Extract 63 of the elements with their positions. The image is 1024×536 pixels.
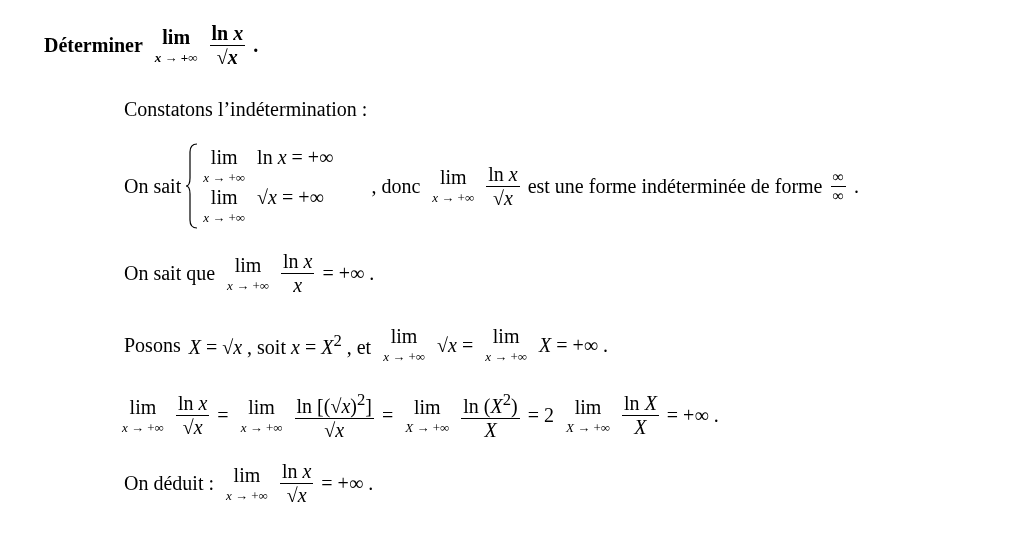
limit-subscript: x → +∞	[240, 419, 283, 436]
limit-subscript: x → +∞	[203, 170, 246, 186]
math-text: Posons	[124, 333, 181, 357]
math-text: .	[853, 174, 859, 198]
fraction-numerator: ∞	[830, 167, 846, 187]
fraction-denominator: X	[483, 418, 499, 442]
limit-subscript: x → +∞	[227, 277, 269, 294]
math-text: X = √x , soit x = X$^{2}$ , et	[188, 331, 372, 359]
fraction-numerator: ln X	[622, 392, 659, 417]
math-text: ln x = +∞	[257, 146, 334, 169]
limit-subscript: x → +∞	[485, 349, 528, 365]
fraction-denominator: √x	[323, 418, 346, 442]
math-text: =	[217, 404, 229, 428]
limit-subscript: x → +∞	[154, 49, 198, 66]
fraction-numerator: ln (X$^{2}$)	[461, 390, 520, 419]
limit-subscript: x → +∞	[383, 349, 426, 365]
fraction-numerator: ln x	[175, 392, 210, 417]
limit-operator: lim	[413, 395, 441, 419]
math-text: .	[253, 34, 259, 57]
fraction-denominator: √x	[215, 46, 239, 69]
math-text: √x = +∞	[257, 186, 324, 209]
fraction-numerator: ln x	[209, 22, 246, 46]
fraction-denominator: √x	[285, 484, 308, 507]
limit-subscript: X → +∞	[405, 419, 450, 436]
limit-operator: lim	[129, 395, 157, 419]
math-text: est une forme indéterminée de forme	[527, 174, 823, 198]
math-text: On sait	[124, 174, 182, 198]
math-text: Constatons l’indétermination :	[124, 98, 368, 121]
math-text: Déterminer	[44, 34, 143, 57]
limit-operator: lim	[439, 166, 467, 189]
math-text: = +∞ .	[322, 262, 375, 285]
fraction-numerator: ln x	[281, 250, 315, 274]
fraction-numerator: ln [(√x)$^{2}$]	[294, 390, 374, 419]
limit-operator: lim	[162, 25, 191, 49]
fraction-denominator: X	[632, 416, 648, 440]
limit-subscript: x → +∞	[226, 487, 268, 504]
math-text: =	[381, 404, 394, 428]
fraction-denominator: ∞	[831, 186, 845, 205]
math-text: = 2	[527, 404, 554, 428]
fraction-denominator: √x	[491, 186, 514, 210]
math-text: √x =	[437, 333, 474, 357]
limit-subscript: X → +∞	[566, 419, 611, 436]
limit-operator: lim	[210, 186, 238, 209]
math-text: = +∞ .	[666, 404, 719, 428]
limit-operator: lim	[248, 395, 275, 419]
math-text: On sait que	[124, 262, 216, 285]
fraction-denominator: √x	[181, 416, 204, 440]
math-text: , donc	[371, 174, 421, 198]
limit-operator: lim	[574, 395, 602, 419]
math-text: = +∞ .	[321, 472, 374, 495]
fraction-denominator: x	[292, 274, 304, 297]
math-text: X = +∞ .	[539, 333, 609, 357]
limit-operator: lim	[210, 146, 238, 169]
limit-subscript: x → +∞	[122, 419, 164, 436]
limit-operator: lim	[233, 463, 261, 487]
limit-subscript: x → +∞	[432, 190, 475, 206]
limit-operator: lim	[492, 325, 520, 348]
fraction-numerator: ln x	[486, 162, 520, 187]
fraction-numerator: ln x	[279, 460, 314, 484]
limit-subscript: x → +∞	[203, 210, 246, 226]
limit-operator: lim	[234, 253, 262, 277]
limit-operator: lim	[390, 325, 418, 348]
math-text: On déduit :	[124, 472, 214, 495]
